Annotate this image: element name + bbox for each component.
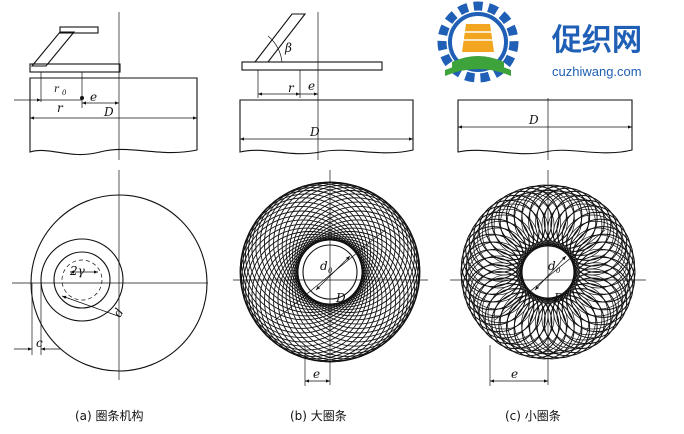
coil-loop	[465, 218, 527, 280]
label-e-b: e	[308, 79, 315, 93]
coil-loop	[473, 214, 534, 276]
coil-loop	[557, 208, 619, 270]
coil-loop	[259, 238, 383, 362]
label-D-top-c: D	[528, 113, 539, 127]
label-r: r	[57, 101, 64, 115]
figure-c: r e D d 0 D e (c) 小圈条	[450, 12, 646, 423]
label-2gamma: 2γ	[69, 264, 86, 278]
figure-b: β r e D d 0 D e (b) 大圈条	[233, 12, 428, 423]
coil-loop	[240, 201, 364, 325]
coil-loop	[292, 227, 415, 351]
label-e-bottom-b: e	[313, 367, 320, 381]
coil-loop	[565, 220, 627, 282]
label-d0-c: d	[548, 259, 556, 273]
coil-loop	[491, 292, 553, 354]
coil-loop	[285, 234, 409, 357]
coil-loop	[245, 193, 368, 317]
plan-view-a: 2γ d c	[12, 170, 208, 380]
coil-loop	[255, 236, 379, 360]
label-D: D	[103, 105, 114, 119]
coil-loop	[248, 190, 371, 313]
coil-loop	[296, 201, 420, 325]
coil-loop	[292, 193, 415, 317]
coil-loop	[273, 181, 396, 305]
caption-a: (a) 圈条机构	[75, 408, 144, 423]
coil-loop	[289, 190, 412, 313]
coil-loop	[297, 206, 421, 329]
caption-b: (b) 大圈条	[290, 409, 347, 423]
coil-loop	[561, 205, 623, 267]
coil-loop	[281, 184, 405, 308]
label-c: c	[36, 336, 43, 350]
coil-loop	[541, 287, 603, 349]
coil-loop	[251, 187, 375, 310]
label-D-top-b: D	[309, 125, 320, 139]
label-D-c: D	[553, 291, 564, 305]
coil-loop	[473, 205, 535, 267]
coil-loop	[251, 234, 375, 357]
label-r0-sub: 0	[62, 89, 67, 97]
coil-loop	[541, 195, 603, 257]
figure-a: r 0 r e D 2γ d c (a) 圈条机构	[12, 12, 208, 423]
small-coil-pattern: d 0 D e	[450, 170, 646, 386]
coil-loop	[245, 227, 368, 351]
coil-loop	[553, 203, 614, 265]
coil-loop	[285, 187, 409, 310]
coil-loop	[491, 190, 553, 252]
coil-loop	[543, 190, 605, 252]
coil-loop	[469, 262, 531, 324]
label-e: e	[90, 90, 97, 104]
coil-loop	[239, 206, 363, 329]
coil-loop	[477, 208, 539, 270]
brand-name: 促织网	[551, 23, 642, 58]
large-coil-pattern: d 0 D e	[233, 170, 428, 386]
coil-loop	[543, 292, 605, 354]
coil-loop	[462, 256, 524, 318]
coil-loop	[242, 197, 366, 321]
label-d0-b: d	[320, 259, 328, 273]
label-d: d	[110, 306, 126, 320]
label-beta: β	[284, 41, 292, 55]
label-D-b: D	[335, 291, 346, 305]
coil-loop	[493, 287, 555, 349]
coil-loop	[562, 214, 623, 276]
coiler-mechanism-a: r 0 r e D	[14, 12, 198, 160]
coil-loop	[493, 195, 555, 257]
label-e-bottom-c: e	[511, 367, 518, 381]
watermark-logo: 促织网 cuzhiwang.com	[418, 0, 684, 98]
coil-loop	[277, 182, 401, 306]
label-r-b: r	[288, 81, 295, 95]
book-icon	[445, 56, 511, 76]
label-r0: r	[54, 84, 60, 95]
yarn-cone-icon	[462, 24, 494, 52]
label-d0-sub-b: 0	[328, 267, 333, 275]
label-d0-sub-c: 0	[556, 267, 561, 275]
coiler-mechanism-b: β r e D	[239, 12, 414, 160]
brand-url: cuzhiwang.com	[552, 64, 642, 79]
coil-loop	[294, 197, 418, 321]
caption-c: (c) 小圈条	[505, 409, 561, 423]
